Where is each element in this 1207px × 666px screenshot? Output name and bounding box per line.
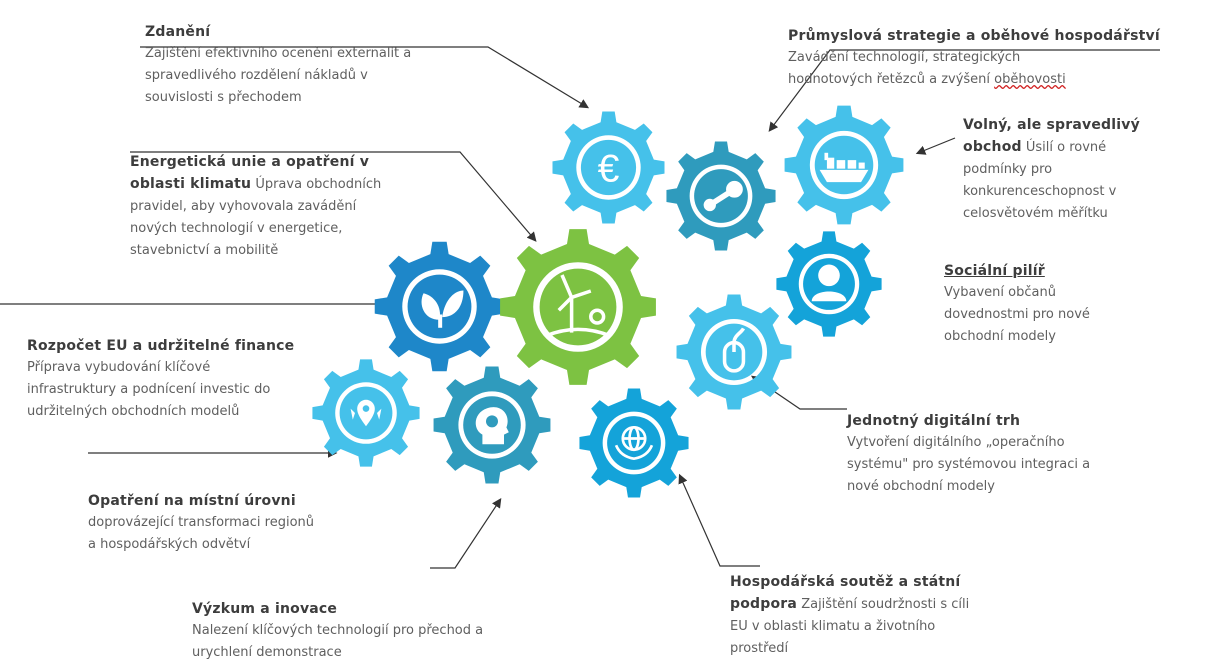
desc-digital-3: nové obchodní modely <box>847 479 995 494</box>
person-gear <box>776 231 882 337</box>
connector-vyzkum <box>430 497 502 569</box>
title-obchod-2: obchod <box>963 139 1022 155</box>
gear-shape <box>433 366 551 484</box>
title-prumysl: Průmyslová strategie a oběhové hospodářs… <box>788 28 1160 44</box>
desc-energie-0: Úprava obchodních <box>251 177 382 192</box>
gear-shape <box>676 294 792 410</box>
ship-gear <box>784 105 904 225</box>
gear-shape <box>666 141 776 251</box>
connector-soutez <box>678 473 760 567</box>
block-zdaneni: Zdanění Zajištění efektivního ocenění ex… <box>145 21 505 109</box>
title-vyzkum: Výzkum a inovace <box>192 601 338 617</box>
soutez-line-2: podpora Zajištění soudržnosti s cíli <box>730 593 1050 616</box>
title-socialni: Sociální pilíř <box>944 263 1045 279</box>
desc-soutez-0: Zajištění soudržnosti s cíli <box>797 597 970 612</box>
desc-digital-1: Vytvoření digitálního „operačního <box>847 435 1065 450</box>
block-energie: Energetická unie a opatření v oblasti kl… <box>130 151 450 262</box>
gear-core <box>580 139 637 196</box>
block-rozpocet: Rozpočet EU a udržitelné finance Příprav… <box>27 335 357 423</box>
title-rozpocet: Rozpočet EU a udržitelné finance <box>27 338 295 354</box>
steam-gear <box>666 141 776 251</box>
location-gear <box>312 359 420 467</box>
desc-socialni-3: obchodní modely <box>944 329 1056 344</box>
gear-shape <box>784 105 904 225</box>
globe-hands-gear <box>579 388 689 498</box>
cargo-ship-icon <box>819 152 869 183</box>
block-soutez: Hospodářská soutěž a státní podpora Zaji… <box>730 571 1050 660</box>
block-obchod: Volný, ale spravedlivý obchod Úsilí o ro… <box>963 114 1203 225</box>
block-prumysl: Průmyslová strategie a oběhové hospodářs… <box>788 25 1203 91</box>
desc-prumysl-2-text: hodnotových řetězců a zvýšení <box>788 72 995 87</box>
desc-prumysl-1: Zavádění technologií, strategických <box>788 50 1021 65</box>
wind-turbine-icon <box>545 274 611 338</box>
desc-vyzkum-1: Nalezení klíčových technologií pro přech… <box>192 623 484 638</box>
title-mistni: Opatření na místní úrovni <box>88 493 296 509</box>
connector-zdaneni <box>140 46 590 109</box>
gear-shape <box>500 229 656 385</box>
title-soutez-2: podpora <box>730 596 798 612</box>
globe-hands-icon <box>614 425 654 461</box>
desc-obchod-1: podmínky pro <box>963 162 1053 177</box>
desc-soutez-2: prostředí <box>730 641 789 656</box>
energie-line-2: oblasti klimatu Úprava obchodních <box>130 173 450 196</box>
desc-energie-1: pravidel, aby vyhovovala zavádění <box>130 199 357 214</box>
gear-core <box>539 268 617 346</box>
desc-rozpocet-3: udržitelných obchodních modelů <box>27 404 240 419</box>
leaf-gear <box>374 241 505 372</box>
desc-obchod-0: Úsilí o rovné <box>1021 140 1107 155</box>
gear-core <box>407 274 472 339</box>
desc-socialni-2: dovednostmi pro nové <box>944 307 1090 322</box>
desc-energie-3: stavebnictví a mobilitě <box>130 243 279 258</box>
block-digital: Jednotný digitální trh Vytvoření digitál… <box>847 410 1177 498</box>
title-energie-2: oblasti klimatu <box>130 176 252 192</box>
desc-prumysl-2: hodnotových řetězců a zvýšení oběhovosti <box>788 69 1203 91</box>
mouse-gear <box>676 294 792 410</box>
desc-energie-2: nových technologií v energetice, <box>130 221 343 236</box>
connector-prumysl <box>768 49 1160 132</box>
block-socialni: Sociální pilíř Vybavení občanů dovednost… <box>944 260 1174 348</box>
connector-energie <box>130 151 537 242</box>
steam-link-icon <box>703 180 743 212</box>
title-digital: Jednotný digitální trh <box>847 413 1021 429</box>
svg-text:€: € <box>598 147 620 190</box>
gear-shape <box>579 388 689 498</box>
desc-soutez-1: EU v oblasti klimatu a životního <box>730 619 936 634</box>
euro-gear: € <box>552 111 665 224</box>
location-pin-icon <box>350 399 382 427</box>
desc-zdaneni-1: Zajištění efektivního ocenění externalit… <box>145 46 412 61</box>
obchod-line-1: obchod Úsilí o rovné <box>963 136 1203 159</box>
desc-prumysl-wavy: oběhovosti <box>994 72 1066 87</box>
computer-mouse-icon <box>722 327 746 373</box>
head-bulb-gear <box>433 366 551 484</box>
title-energie-1: Energetická unie a opatření v <box>130 154 370 170</box>
block-vyzkum: Výzkum a inovace Nalezení klíčových tech… <box>192 598 572 664</box>
desc-vyzkum-2: urychlení demonstrace <box>192 645 342 660</box>
gear-shape <box>312 359 420 467</box>
desc-digital-2: systému" pro systémovou integraci a <box>847 457 1091 472</box>
gear-core <box>607 416 661 470</box>
wind-turbine-gear <box>500 229 656 385</box>
desc-mistni-2: a hospodářských odvětví <box>88 537 251 552</box>
desc-zdaneni-2: spravedlivého rozdělení nákladů v <box>145 68 368 83</box>
connector-obchod <box>915 137 956 155</box>
desc-zdaneni-3: souvislosti s přechodem <box>145 90 302 105</box>
desc-obchod-3: celosvětovém měřítku <box>963 206 1108 221</box>
desc-rozpocet-1: Příprava vybudování klíčové <box>27 360 211 375</box>
leaf-icon <box>421 290 464 328</box>
title-soutez-1: Hospodářská soutěž a státní <box>730 574 961 590</box>
gear-shape <box>552 111 665 224</box>
desc-obchod-2: konkurenceschopnost v <box>963 184 1117 199</box>
gear-shape <box>776 231 882 337</box>
desc-socialni-1: Vybavení občanů <box>944 285 1056 300</box>
title-zdaneni: Zdanění <box>145 24 211 40</box>
title-obchod-1: Volný, ale spravedlivý <box>963 117 1140 133</box>
person-icon <box>811 264 847 302</box>
head-lightbulb-icon <box>475 407 509 445</box>
block-mistni: Opatření na místní úrovni doprovázející … <box>88 490 408 556</box>
euro-icon: € <box>598 147 620 190</box>
desc-mistni-1: doprovázející transformaci regionů <box>88 515 315 530</box>
gear-shape <box>374 241 505 372</box>
desc-rozpocet-2: infrastruktury a podnícení investic do <box>27 382 271 397</box>
